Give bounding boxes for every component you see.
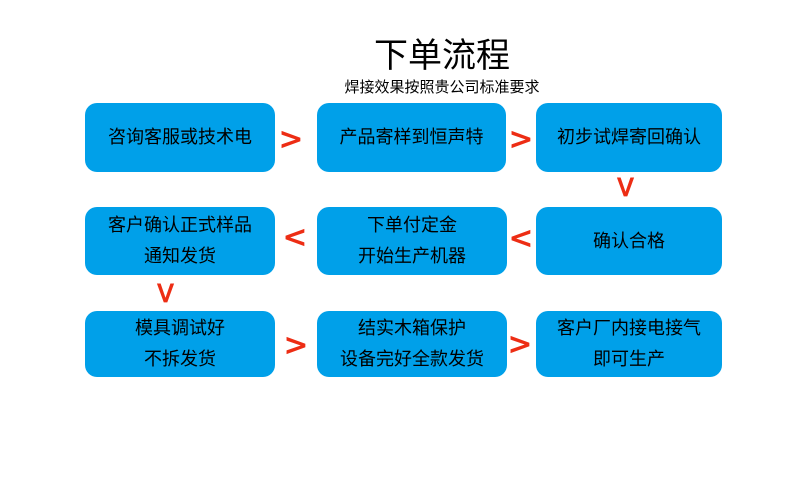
page-title: 下单流程 xyxy=(374,36,510,76)
flow-step-5-label-line1: 下单付定金 xyxy=(367,215,457,236)
flow-step-7: 模具调试好 不拆发货 xyxy=(85,311,275,377)
arrow-right-icon: > xyxy=(283,328,309,363)
arrow-right-icon: > xyxy=(507,327,533,362)
flow-step-3: 初步试焊寄回确认 xyxy=(536,103,722,172)
flow-step-5-label-line2: 开始生产机器 xyxy=(358,246,466,267)
flow-step-5: 下单付定金 开始生产机器 xyxy=(317,207,507,275)
header: 下单流程 焊接效果按照贵公司标准要求 xyxy=(84,36,800,96)
page-subtitle: 焊接效果按照贵公司标准要求 xyxy=(344,78,540,96)
arrow-left-icon: < xyxy=(282,220,308,255)
flow-step-4-label-line1: 客户确认正式样品 xyxy=(108,215,252,236)
flow-step-4: 客户确认正式样品 通知发货 xyxy=(85,207,275,275)
arrow-right-icon: > xyxy=(508,122,534,157)
flow-step-2: 产品寄样到恒声特 xyxy=(317,103,506,172)
flow-step-7-label-line1: 模具调试好 xyxy=(135,318,225,339)
flow-step-8-label-line2: 设备完好全款发货 xyxy=(340,349,484,370)
flow-step-9: 客户厂内接电接气 即可生产 xyxy=(536,311,722,377)
flow-step-4-label-line2: 通知发货 xyxy=(144,246,216,267)
flow-step-6-label: 确认合格 xyxy=(593,230,665,252)
flow-step-3-label: 初步试焊寄回确认 xyxy=(557,127,701,148)
flow-step-8: 结实木箱保护 设备完好全款发货 xyxy=(317,311,507,377)
arrow-down-icon: > xyxy=(148,280,183,306)
arrow-down-icon: > xyxy=(608,174,643,200)
flow-step-2-label: 产品寄样到恒声特 xyxy=(339,127,484,148)
flow-step-8-label-line1: 结实木箱保护 xyxy=(358,318,466,339)
flow-step-9-label-line2: 即可生产 xyxy=(593,349,665,370)
flow-step-7-label-line2: 不拆发货 xyxy=(144,349,216,370)
arrow-right-icon: > xyxy=(278,122,304,157)
flow-step-1-label: 咨询客服或技术电 xyxy=(108,127,252,148)
flow-step-1: 咨询客服或技术电 xyxy=(85,103,275,172)
flow-step-6: 确认合格 xyxy=(536,207,722,275)
arrow-left-icon: < xyxy=(508,221,534,256)
flow-step-9-label-line1: 客户厂内接电接气 xyxy=(557,318,701,339)
